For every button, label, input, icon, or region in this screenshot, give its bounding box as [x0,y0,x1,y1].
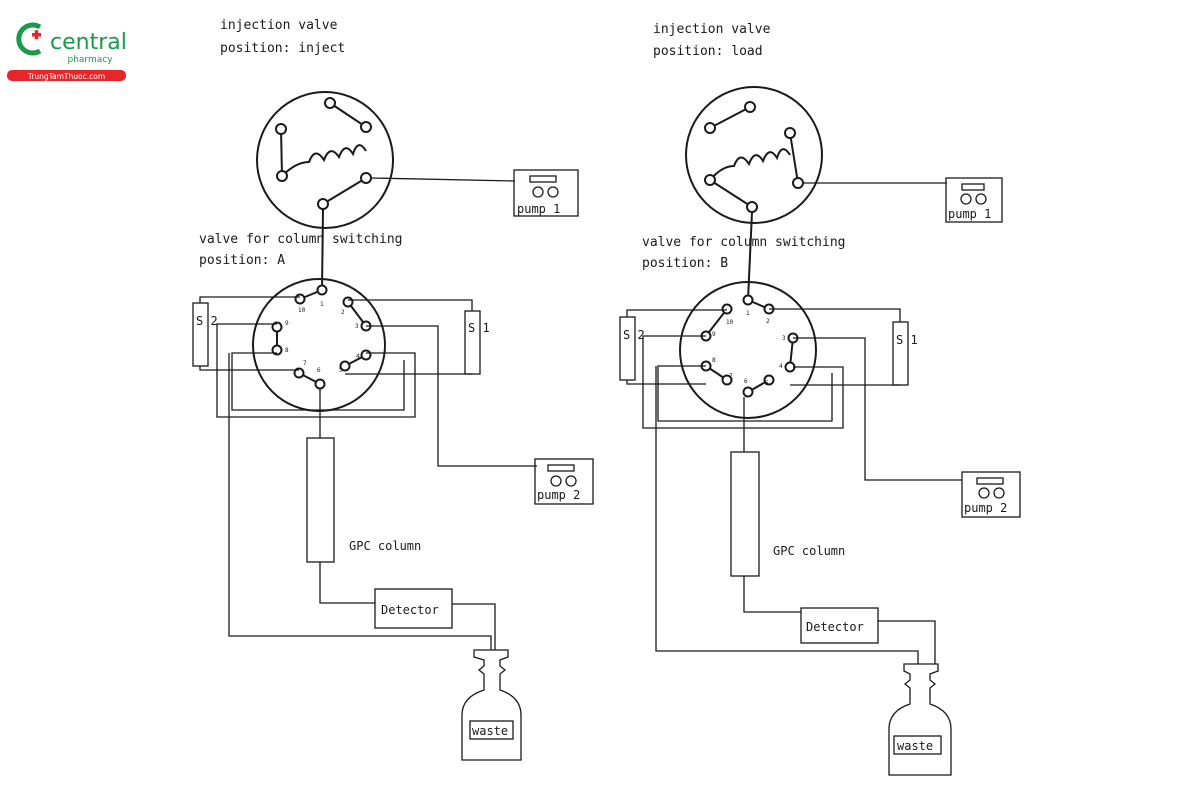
panel-inject-position-a: injection valve position: inject valve f… [192,18,594,761]
detector [800,607,879,644]
port-number: 2 [341,309,345,316]
port-number: 6 [317,367,321,374]
port-number: 1 [320,301,324,308]
switch-valve-title: valve for column switching [199,232,403,247]
injection-port [360,121,372,133]
column-switching-valve [679,281,817,419]
injection-port [324,97,336,109]
injection-port [275,123,287,135]
gpc-column-label: GPC column [349,539,421,553]
injection-port [792,177,804,189]
switch-valve-position: position: A [199,253,285,268]
port-number: 8 [285,347,289,354]
detector [374,588,453,629]
waste-label: waste [472,724,508,738]
port-number: 7 [729,373,733,380]
s1-label: S 1 [468,321,490,335]
s1-label: S 1 [896,333,918,347]
port-number: 2 [766,318,770,325]
injection-port [744,101,756,113]
pump-2-label: pump 2 [537,488,580,502]
pump-1-label: pump 1 [517,202,560,216]
detector-label: Detector [381,603,439,617]
column-s1: S 1 [892,321,918,386]
port-number: 7 [303,360,307,367]
port-number: 6 [744,378,748,385]
injection-valve-title: injection valve [220,18,338,33]
pump-display [961,183,985,191]
port-number: 4 [356,353,360,360]
injection-port [276,170,288,182]
injection-port [704,122,716,134]
waste-bottle: waste [461,649,522,761]
pump-1-label: pump 1 [948,207,991,221]
waste-bottle: waste [888,663,952,776]
waste-label: waste [897,739,933,753]
column-s2: S 2 [192,302,218,367]
gpc-column [306,437,335,563]
port-number: 9 [285,320,289,327]
column-s2: S 2 [619,316,645,381]
port-number: 9 [712,331,716,338]
port-number: 1 [746,310,750,317]
injection-port [360,172,372,184]
injection-valve-position: position: inject [220,41,345,56]
injection-valve-position: position: load [653,44,763,59]
column-s1: S 1 [464,310,490,375]
injection-port [746,201,758,213]
sample-loop-coil [709,148,791,181]
pump-2-label: pump 2 [964,501,1007,515]
injection-port [784,127,796,139]
port-number: 4 [779,363,783,370]
central-pharmacy-logo: central pharmacy TrungTamThuoc.com [7,22,127,81]
logo-name: central [50,30,127,55]
port-number: 5 [765,380,769,387]
injection-valve [256,91,394,229]
s2-label: S 2 [623,328,645,342]
port-number: 8 [712,357,716,364]
injection-valve-title: injection valve [653,22,771,37]
injection-valve [685,86,823,224]
pump-display [976,477,1004,485]
pump-2: pump 2 [534,458,594,505]
logo-c-icon [16,22,42,56]
pump-display [547,464,575,472]
pump-1: pump 1 [945,177,1003,223]
switch-valve-position: position: B [642,256,728,271]
sample-loop-coil [281,144,367,177]
injection-port [704,174,716,186]
port-number: 3 [355,323,359,330]
pump-display [529,175,557,183]
logo-url: TrungTamThuoc.com [27,72,105,81]
port-number: 10 [726,319,734,326]
switch-valve-title: valve for column switching [642,235,846,250]
port-number: 3 [782,335,786,342]
port-number: 10 [298,307,306,314]
s2-label: S 2 [196,314,218,328]
pump-1: pump 1 [513,169,579,217]
port-number: 5 [339,367,343,374]
detector-label: Detector [806,620,864,634]
logo-url-bar [7,70,126,81]
column-switching-valve [252,278,386,412]
panel-load-position-b: injection valve position: load valve for… [619,22,1021,776]
logo-sub: pharmacy [67,55,113,65]
injection-port [317,198,329,210]
gpc-column-label: GPC column [773,544,845,558]
gpc-column [730,451,760,577]
pump-2: pump 2 [961,471,1021,518]
